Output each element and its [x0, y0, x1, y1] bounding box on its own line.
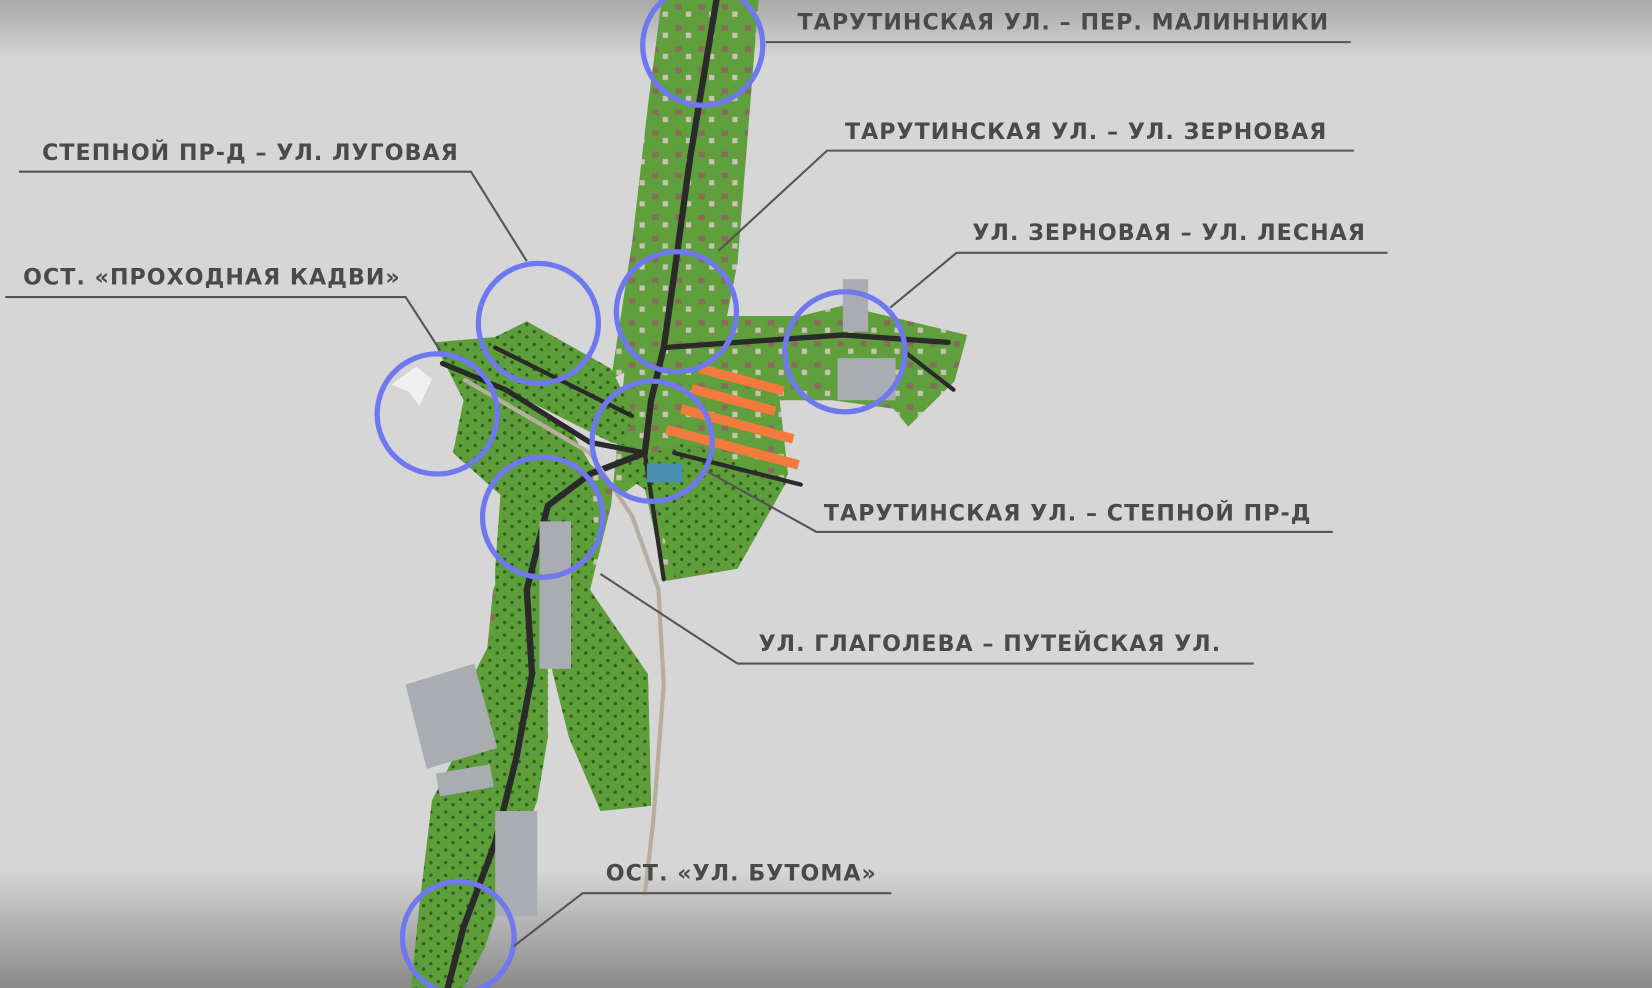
- labels: ТАРУТИНСКАЯ УЛ. – ПЕР. МАЛИННИКИ СТЕПНОЙ…: [23, 9, 1365, 887]
- intersection-rings: [374, 0, 908, 988]
- label-ost-prokhodnaya-kadvi: ОСТ. «ПРОХОДНАЯ КАДВИ»: [23, 264, 401, 290]
- ring-tarutinskaya-malinniki[interactable]: [640, 0, 766, 108]
- ring-zernovaya-lesnaya[interactable]: [782, 289, 908, 415]
- ring-ost-butoma[interactable]: [399, 878, 517, 988]
- label-tarutinskaya-malinniki: ТАРУТИНСКАЯ УЛ. – ПЕР. МАЛИННИКИ: [798, 9, 1330, 35]
- ring-tarutinskaya-stepnoy[interactable]: [589, 378, 715, 505]
- label-tarutinskaya-zernovaya: ТАРУТИНСКАЯ УЛ. – УЛ. ЗЕРНОВАЯ: [845, 119, 1327, 145]
- label-glagoleva-puteyskaya: УЛ. ГЛАГОЛЕВА – ПУТЕЙСКАЯ УЛ.: [759, 629, 1222, 657]
- label-zernovaya-lesnaya: УЛ. ЗЕРНОВАЯ – УЛ. ЛЕСНАЯ: [972, 220, 1365, 246]
- label-ost-butoma: ОСТ. «УЛ. БУТОМА»: [606, 861, 877, 887]
- ring-ost-prokhodnaya-kadvi[interactable]: [374, 351, 500, 477]
- ring-tarutinskaya-zernovaya[interactable]: [613, 249, 740, 375]
- ring-stepnoy-lugovaya[interactable]: [475, 260, 602, 387]
- label-stepnoy-lugovaya: СТЕПНОЙ ПР-Д – УЛ. ЛУГОВАЯ: [42, 138, 459, 166]
- leader-lines: [5, 41, 1388, 947]
- label-tarutinskaya-stepnoy: ТАРУТИНСКАЯ УЛ. – СТЕПНОЙ ПР-Д: [824, 498, 1312, 526]
- ring-glagoleva-puteyskaya[interactable]: [479, 454, 606, 580]
